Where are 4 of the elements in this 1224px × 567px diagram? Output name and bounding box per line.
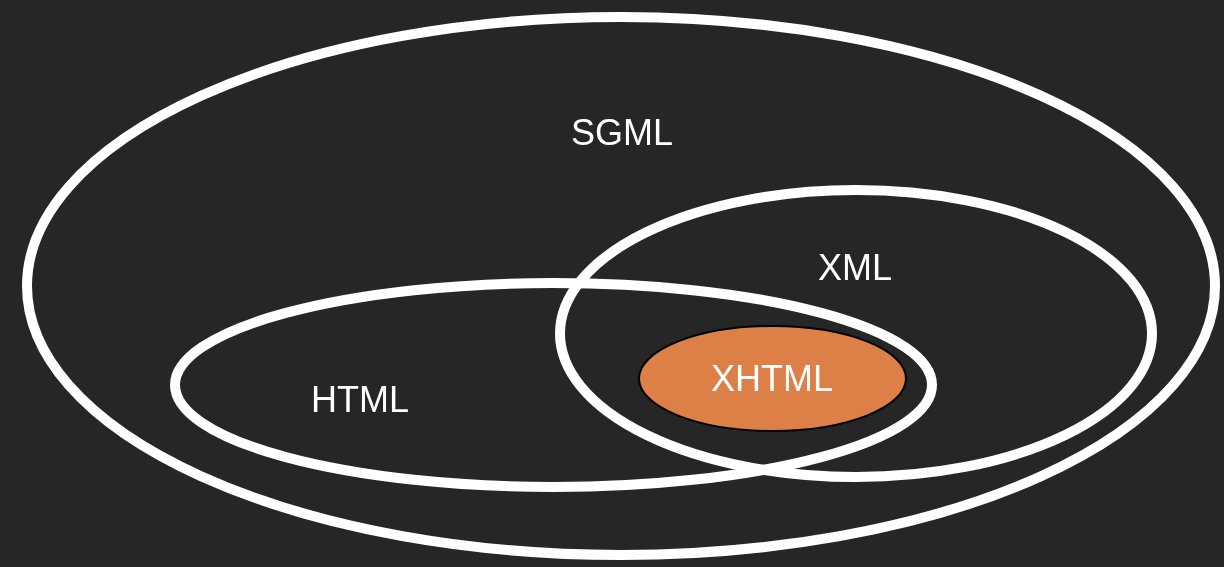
set-label: XML — [818, 248, 892, 288]
set-label: SGML — [571, 113, 673, 153]
set-label: XHTML — [711, 359, 833, 399]
set-label: HTML — [311, 380, 409, 420]
